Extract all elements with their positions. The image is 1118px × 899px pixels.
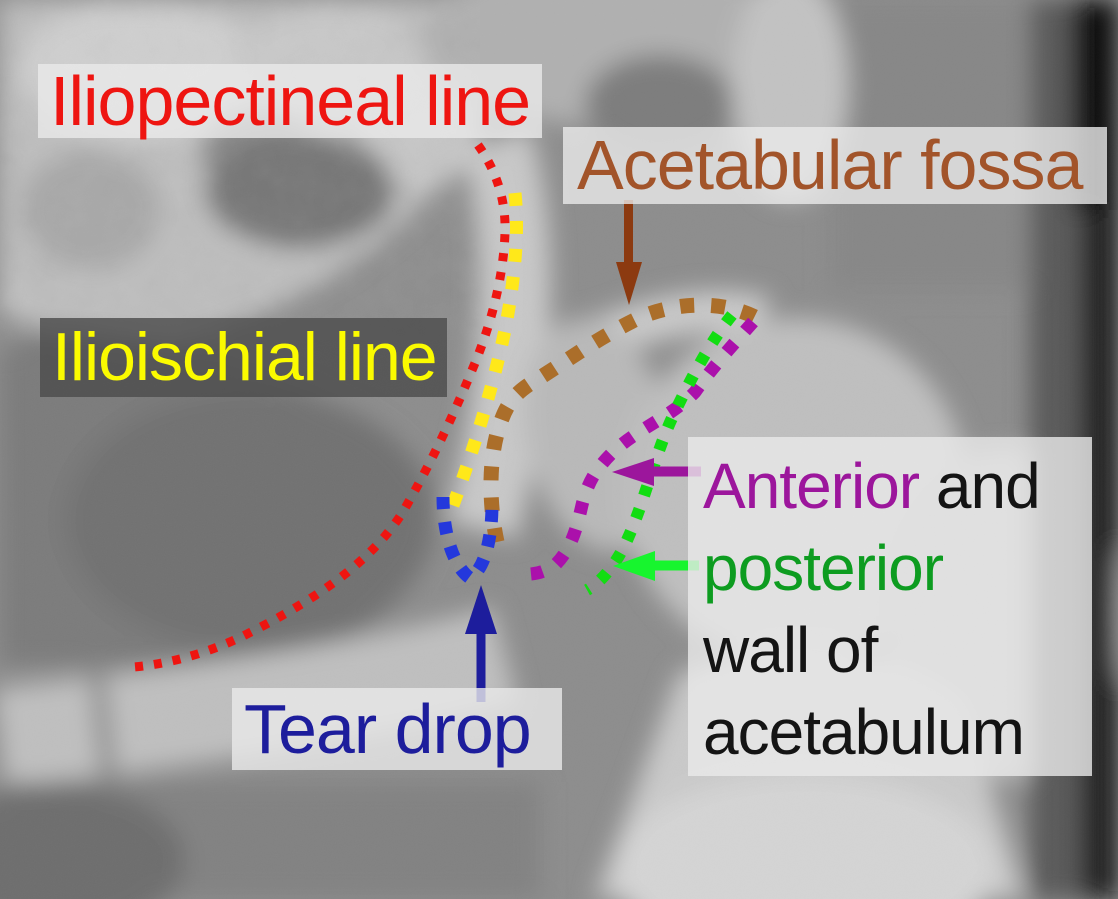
label-ilioischial-line: Ilioischial line [40,318,447,397]
label-iliopectineal-line: Iliopectineal line [38,64,542,138]
label-anterior-wall-text: Anterior [703,450,920,522]
label-acetabular-fossa-text: Acetabular fossa [577,126,1083,205]
iliopectineal-line-trace [132,142,510,672]
label-acetabulum-walls: Anterior and posterior wall of acetabulu… [688,437,1092,776]
label-iliopectineal-line-text: Iliopectineal line [50,61,531,140]
label-walls-line4-text: acetabulum [703,696,1025,768]
label-tear-drop-text: Tear drop [244,689,532,768]
label-walls-conjunction-text: and [919,450,1041,522]
label-posterior-wall-text: posterior [703,532,944,604]
acetabular-fossa-trace [483,297,761,544]
label-tear-drop: Tear drop [232,688,562,770]
label-walls-line3-text: wall of [703,614,878,686]
tear-drop-trace [436,496,499,586]
label-ilioischial-line-text: Ilioischial line [52,319,438,396]
acetabular-fossa-arrow [616,200,642,305]
label-acetabular-fossa: Acetabular fossa [563,127,1107,204]
